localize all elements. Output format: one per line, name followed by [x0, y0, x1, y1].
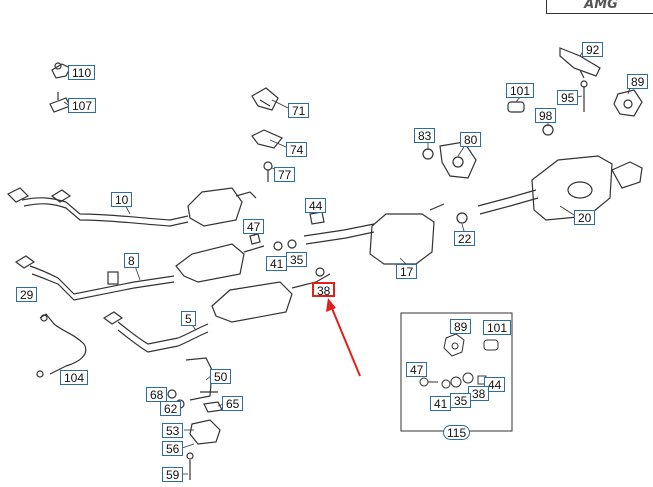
muffler-17: [303, 203, 445, 265]
highlight-arrow: [326, 298, 361, 377]
bolt-95: [580, 80, 588, 112]
detail-callout-89[interactable]: 89: [450, 319, 472, 334]
callout-41[interactable]: 41: [266, 256, 288, 271]
callout-71[interactable]: 71: [288, 103, 310, 118]
mount-101: [507, 101, 525, 113]
pipe-assembly-5: [102, 273, 331, 353]
clamp-22: [456, 212, 468, 224]
bracket-71: [251, 87, 279, 111]
detail-callout-101[interactable]: 101: [483, 320, 512, 335]
muffler-20: [477, 155, 643, 221]
callout-29[interactable]: 29: [16, 287, 38, 302]
callout-56[interactable]: 56: [162, 441, 184, 456]
callout-38-highlighted[interactable]: 38: [312, 282, 336, 298]
amg-logo: AMG: [546, 0, 653, 14]
callout-10[interactable]: 10: [111, 192, 133, 207]
callout-89[interactable]: 89: [627, 74, 649, 89]
callout-17[interactable]: 17: [396, 264, 418, 279]
clamp-parts-center: [249, 211, 325, 277]
bolt-77: [263, 161, 273, 182]
pipe-assembly-10: [6, 187, 257, 227]
callout-8[interactable]: 8: [124, 253, 139, 268]
callout-62[interactable]: 62: [160, 401, 182, 416]
callout-47[interactable]: 47: [243, 219, 265, 234]
callout-101[interactable]: 101: [506, 83, 535, 98]
nut-98: [542, 124, 554, 136]
callout-95[interactable]: 95: [557, 90, 579, 105]
detail-callout-35[interactable]: 35: [450, 393, 472, 408]
callout-110[interactable]: 110: [68, 65, 96, 80]
oxygen-sensor-104: [36, 313, 87, 378]
bracket-74: [251, 129, 283, 149]
callout-5[interactable]: 5: [181, 311, 196, 326]
callout-104[interactable]: 104: [60, 370, 89, 385]
detail-callout-47[interactable]: 47: [406, 362, 428, 377]
callout-80[interactable]: 80: [460, 132, 482, 147]
callout-68[interactable]: 68: [146, 387, 168, 402]
callout-98[interactable]: 98: [535, 108, 557, 123]
callout-53[interactable]: 53: [162, 423, 184, 438]
bolt-83: [422, 148, 434, 160]
detail-callout-38[interactable]: 38: [468, 386, 490, 401]
detail-callout-115[interactable]: 115: [443, 425, 471, 440]
rubber-mount-89: [613, 89, 643, 117]
callout-59[interactable]: 59: [162, 467, 184, 482]
callout-107[interactable]: 107: [68, 98, 97, 113]
callout-74[interactable]: 74: [286, 142, 308, 157]
callout-20[interactable]: 20: [574, 210, 596, 225]
callout-44[interactable]: 44: [305, 198, 327, 213]
callout-65[interactable]: 65: [222, 396, 244, 411]
callout-83[interactable]: 83: [414, 128, 436, 143]
clamp-part-107: [49, 92, 71, 113]
callout-22[interactable]: 22: [454, 231, 476, 246]
mount-53: [189, 419, 221, 445]
detail-callout-41[interactable]: 41: [430, 396, 452, 411]
callout-92[interactable]: 92: [582, 42, 604, 57]
pipe-assembly-8: [14, 243, 265, 301]
bolt-56-59: [186, 452, 194, 480]
callout-77[interactable]: 77: [274, 167, 296, 182]
clamp-65: [203, 401, 223, 413]
callout-50[interactable]: 50: [210, 369, 232, 384]
callout-35[interactable]: 35: [286, 252, 308, 267]
